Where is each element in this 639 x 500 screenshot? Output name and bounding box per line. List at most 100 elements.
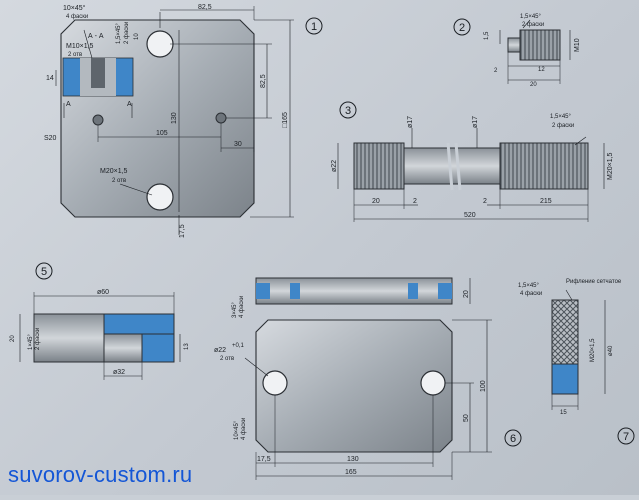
p1-chamfer-15: 1,5×45° (116, 22, 122, 44)
p3-dia-17b: ø17 (472, 116, 479, 128)
p3-number-circle (339, 101, 357, 119)
part-7-labels: 1,5×45° 4 фаски Рифление сетчатое M20×1,… (518, 279, 635, 445)
p1-dim-130: 130 (171, 112, 178, 124)
p5-chamfer-note: 2 фаски (35, 328, 41, 350)
p2-thread: M10 (574, 38, 581, 52)
part-7-section-blue (551, 363, 579, 395)
p6-dim-20: 20 (463, 290, 470, 298)
p2-dim-12: 12 (538, 67, 545, 73)
part-3-labels: 3 ø17 ø17 1,5×45° 2 фаски ø22 M20×1,5 20… (331, 101, 614, 219)
p5-number: 5 (41, 266, 47, 278)
p1-thread-m10: M10×1,5 (66, 43, 94, 50)
p6-hole-tol: +0,1 (232, 343, 245, 349)
p1-dim-10: 10 (134, 33, 140, 40)
p1-thread-m10-note: 2 отв (68, 52, 82, 58)
site-watermark: suvorov-custom.ru (8, 462, 193, 487)
p7-dim-15: 15 (560, 410, 567, 416)
p3-dim-20: 20 (372, 198, 380, 205)
part-5-labels: 5 ø60 1×45° 2 фаски 20 13 ø32 (10, 262, 190, 376)
part-2-drawing (499, 19, 571, 84)
p6-chamfer-10: 10×45° (234, 420, 240, 440)
part-3-thread-left (353, 142, 405, 190)
p2-chamfer: 1,5×45° (520, 14, 542, 20)
p2-dim-20: 20 (530, 82, 537, 88)
p6-dim-100: 100 (480, 380, 487, 392)
part-7-drawing (551, 289, 606, 410)
part-1-hole-m10-right (215, 112, 227, 124)
p3-dim-520: 520 (464, 212, 476, 219)
p6-chamfer-3-note: 4 фаски (239, 296, 245, 318)
p1-thread-m20: M20×1,5 (100, 168, 128, 175)
part-2-labels: 2 1,5×45° 2 фаски 1,5 M10 2 12 20 (453, 14, 581, 88)
p7-knurl: Рифление сетчатое (566, 279, 622, 285)
p6-chamfer-10-note: 4 фаски (241, 418, 247, 440)
p5-dim-13: 13 (184, 343, 190, 350)
p6-number: 6 (510, 433, 516, 445)
part-5-body (33, 313, 105, 363)
part-6-side-blue-right (438, 283, 452, 299)
p6-dim-165: 165 (345, 469, 357, 476)
part-3-rod-drawing (337, 128, 605, 222)
part-1-hole-bottom (146, 183, 174, 211)
p1-dim-14: 14 (46, 75, 54, 82)
part-2-thread (519, 29, 561, 61)
part-1-plate-drawing (55, 6, 294, 235)
part-6-side-blue-mid-left (290, 283, 300, 299)
p1-dim-105: 105 (156, 130, 168, 137)
p3-number: 3 (345, 105, 351, 117)
part-5-bore (103, 333, 143, 363)
part-5-section-blue-bottom (141, 333, 175, 363)
part-2-shank (507, 37, 521, 53)
p5-chamfer: 1×45° (28, 333, 34, 350)
part-6-plate (255, 319, 453, 453)
p6-chamfer-3: 3×45° (232, 301, 238, 318)
p3-dia-17a: ø17 (407, 116, 414, 128)
p7-chamfer-note: 4 фаски (520, 291, 542, 297)
p3-chamfer-note: 2 фаски (552, 123, 574, 129)
p3-dia-22: ø22 (331, 160, 338, 172)
p2-number-circle (453, 18, 471, 36)
p5-dia-60: ø60 (97, 289, 109, 296)
p1-number-circle (305, 17, 323, 35)
p1-number: 1 (311, 21, 317, 33)
p1-square-165: □165 (282, 112, 289, 128)
part-5-drawing (19, 292, 181, 380)
p1-thickness: S20 (44, 135, 57, 142)
p7-chamfer: 1,5×45° (518, 283, 540, 289)
p1-dim-82-5-right: 82,5 (260, 74, 267, 88)
p6-hole-note: 2 отв (220, 356, 234, 362)
p1-label-a-left: А (66, 101, 71, 108)
part-6-side-view (255, 277, 453, 305)
p6-dim-130: 130 (347, 456, 359, 463)
p3-dim-215: 215 (540, 198, 552, 205)
part-1-hole-top (146, 30, 174, 58)
p1-label-a-right: А (127, 101, 132, 108)
p7-dia-40: ø40 (608, 345, 614, 356)
p3-thread: M20×1,5 (607, 152, 614, 180)
part-3-thread-right (499, 142, 589, 190)
p5-dia-32: ø32 (113, 369, 125, 376)
p7-number: 7 (623, 431, 629, 443)
p5-number-circle (35, 262, 53, 280)
p1-dim-30: 30 (234, 141, 242, 148)
part-7-knurled-body (551, 299, 579, 365)
p3-dim-2b: 2 (483, 198, 487, 205)
p5-dim-20: 20 (10, 335, 16, 342)
p1-dim-82-5-top: 82,5 (198, 4, 212, 11)
p1-dim-17-5: 17,5 (179, 224, 186, 238)
part-1-labels: 10×45° 4 фаски 82,5 А - А M10×1,5 2 отв … (44, 4, 323, 238)
part-5-section-blue-top (103, 313, 175, 335)
part-6-hole-right (420, 370, 446, 396)
p2-number: 2 (459, 22, 465, 34)
p6-dim-17-5: 17,5 (257, 456, 271, 463)
p6-number-circle (504, 429, 522, 447)
p2-dim-1-5: 1,5 (484, 31, 490, 40)
part-6-drawing (244, 277, 492, 480)
p1-section-label: А - А (88, 33, 104, 40)
p7-thread: M20×1,5 (590, 338, 596, 362)
p1-thread-m20-note: 2 отв (112, 178, 126, 184)
p3-dim-2a: 2 (413, 198, 417, 205)
part-6-side-blue-mid-right (408, 283, 418, 299)
part-1-hole-m10-left (92, 114, 104, 126)
